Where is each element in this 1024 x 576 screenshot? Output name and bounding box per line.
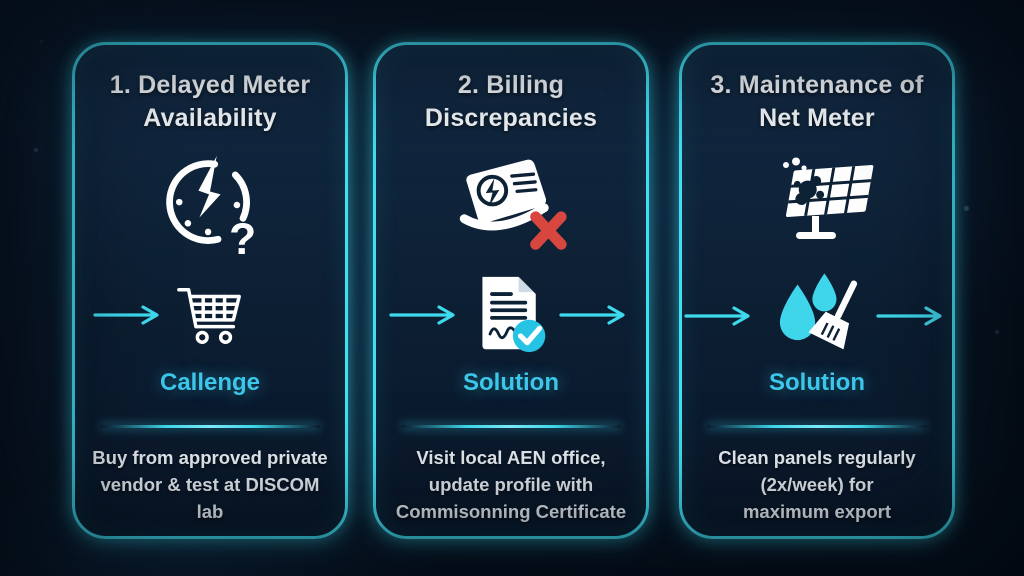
card-description: Buy from approved private vendor & test … [92, 447, 328, 522]
card-delayed-meter-availability: 1. Delayed Meter Availability ? [72, 42, 348, 539]
flow-row [75, 269, 345, 361]
background-dot [40, 40, 43, 43]
right-arrow-icon [876, 306, 942, 326]
rejected-electricity-bill-icon [449, 141, 573, 269]
right-arrow-icon [559, 305, 625, 325]
card-label: Solution [769, 369, 865, 396]
water-drops-broom-cleaning-icon [766, 269, 868, 363]
flow-row [682, 269, 952, 361]
card-label: Callenge [159, 369, 261, 396]
card-title: 1. Delayed Meter Availability [109, 71, 311, 132]
dirty-solar-panel-icon [756, 141, 878, 269]
card-title: 3. Maintenance of Net Meter [710, 71, 924, 132]
divider-line [707, 425, 927, 428]
card-billing-discrepancies: 2. Billing Discrepancies [373, 42, 649, 539]
divider-line [401, 425, 621, 428]
background-dot [964, 206, 969, 211]
signed-document-check-icon [471, 272, 551, 358]
divider-line [100, 425, 320, 428]
right-arrow-icon [389, 305, 455, 325]
flow-row [376, 269, 646, 361]
card-maintenance-net-meter: 3. Maintenance of Net Meter [679, 42, 955, 539]
background-dot [34, 148, 38, 152]
card-description: Clean panels regularly (2x/week) for max… [718, 447, 916, 522]
shopping-cart-icon [175, 282, 245, 348]
card-title: 2. Billing Discrepancies [424, 71, 598, 132]
card-label: Solution [463, 369, 559, 396]
right-arrow-icon [684, 306, 750, 326]
delayed-clock-lightning-question-icon: ? [160, 141, 260, 269]
card-description: Visit local AEN office, update profile w… [395, 447, 627, 522]
svg-text:?: ? [229, 215, 256, 262]
right-arrow-icon [93, 305, 159, 325]
background-dot [995, 330, 999, 334]
